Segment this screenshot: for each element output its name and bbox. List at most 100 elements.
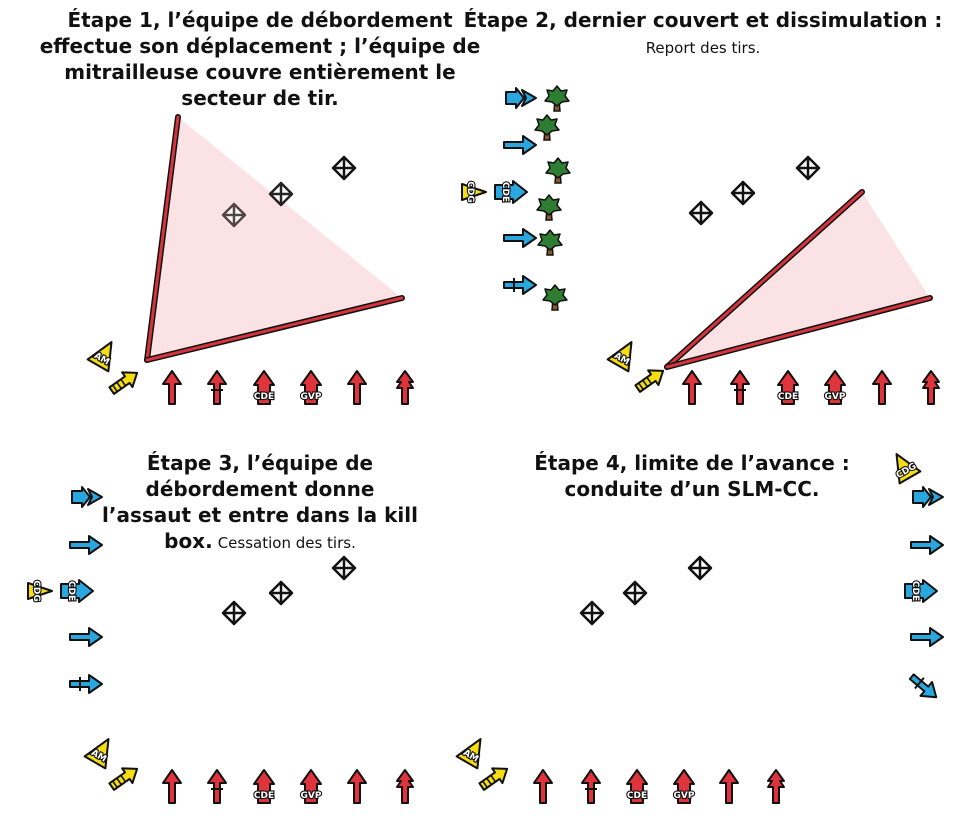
tree-icon: [542, 284, 568, 311]
machine-gun-am-icon: AM: [83, 738, 110, 770]
target-crosshair-icon: [331, 155, 357, 181]
step1-title-line4: secteur de tir.: [181, 86, 338, 110]
team-arrow-icon: [396, 769, 414, 804]
step3-title-normal-part: Cessation des tirs.: [218, 534, 356, 552]
step2-sector-limit-1: [665, 296, 932, 369]
target-crosshair-icon: [622, 580, 648, 606]
flank-arrow-icon: [69, 535, 103, 555]
mg-team-leader-gvp-icon: GVP: [823, 370, 847, 405]
step1-title-line2: effectue son déplacement ; l’équipe de: [40, 34, 481, 58]
flank-team-leader-cde-icon-label: CDE: [66, 581, 76, 601]
team-arrow-icon: [162, 370, 182, 405]
step3-title-line3: l’assaut et entre dans la kill: [102, 503, 418, 527]
step2-sector: [664, 189, 933, 370]
team-leader-cde-icon: CDE: [626, 769, 648, 804]
tree-icon: [536, 194, 562, 221]
target-crosshair-icon: [268, 181, 294, 207]
team-arrow-icon: [207, 769, 227, 804]
step1-sector: [144, 114, 405, 363]
flank-arrow-icon: [910, 535, 944, 555]
flank-team-leader-cde-icon: CDE: [494, 180, 528, 204]
flank-team-leader-cde-icon: CDE: [904, 579, 938, 603]
team-arrow-icon: [872, 370, 892, 405]
step3-title-line1: Étape 3, l’équipe de: [147, 451, 373, 475]
squad-leader-cdg-icon-label: CDG: [465, 181, 475, 202]
gunner-arrow-icon: [634, 369, 665, 393]
cover-trees: [534, 85, 571, 311]
flank-team-leader-cde-icon-label: CDE: [910, 581, 920, 601]
target-crosshair-icon: [579, 600, 605, 626]
tree-icon: [534, 114, 560, 141]
flank-arrow-icon: [503, 228, 537, 248]
step4-title-line1: Étape 4, limite de l’avance :: [534, 451, 849, 475]
step1-sector-area: [147, 117, 402, 360]
squad-leader-cdg-icon-label: CDG: [31, 580, 41, 601]
mg-team-leader-gvp-icon-label: GVP: [825, 392, 846, 402]
fire-sectors: [144, 114, 933, 370]
machine-gun-am-icon: AM: [606, 341, 633, 373]
target-crosshair-icon: [730, 180, 756, 206]
team-arrow-icon: [533, 769, 553, 804]
flank-arrow-icon: [910, 627, 944, 647]
panel-titles: Étape 1, l’équipe de débordement effectu…: [40, 8, 943, 553]
enemy-targets: [221, 155, 821, 626]
team-arrow-icon: [581, 769, 601, 804]
flank-arrow-diagonal-icon: [908, 673, 938, 699]
flank-team-leader-cde-icon: CDE: [60, 579, 94, 603]
step2-subtitle: Report des tirs.: [646, 39, 761, 57]
team-leader-cde-icon: CDE: [253, 769, 275, 804]
tree-icon: [544, 85, 570, 112]
mg-team-leader-gvp-icon: GVP: [672, 769, 696, 804]
machine-gun-am-icon: AM: [455, 738, 482, 770]
team-leader-cde-icon-label: CDE: [254, 791, 274, 801]
step1-sector-limit-0: [145, 115, 180, 362]
step1-sector-limit-1: [145, 296, 404, 362]
target-crosshair-icon: [221, 202, 247, 228]
target-crosshair-icon: [331, 555, 357, 581]
team-arrow-icon: [767, 769, 785, 804]
mg-team-leader-gvp-icon-label: GVP: [674, 791, 695, 801]
team-arrow-icon: [347, 370, 367, 405]
step2-sector-area: [667, 192, 930, 367]
tree-icon: [545, 157, 571, 184]
gunner-arrow-icon: [108, 767, 139, 791]
flank-arrow-icon: [503, 275, 537, 295]
mg-team-leader-gvp-icon-label: GVP: [301, 791, 322, 801]
team-leader-cde-icon: CDE: [777, 370, 799, 405]
target-crosshair-icon: [268, 580, 294, 606]
step3-title-line2: débordement donne: [146, 477, 375, 501]
step3-title-bold-part: box.: [164, 529, 213, 553]
squad-leader-cdg-icon: CDG: [894, 453, 922, 485]
machine-gun-am-icon: AM: [86, 341, 113, 373]
flank-double-arrow-icon: [505, 87, 537, 109]
target-crosshair-icon: [688, 200, 714, 226]
flank-double-arrow-icon: [71, 486, 103, 508]
team-arrow-icon: [207, 370, 227, 405]
team-arrow-icon: [922, 370, 940, 405]
flank-double-arrow-icon: [912, 486, 944, 508]
mg-team-leader-gvp-icon: GVP: [299, 370, 323, 405]
target-crosshair-icon: [795, 155, 821, 181]
friendly-units: CDE GVP CDE GVP CDE GVP CDE GVP AM AM AM AM CDE CDG CD…: [27, 87, 944, 804]
gunner-arrow-icon: [108, 371, 139, 395]
flank-arrow-icon: [503, 135, 537, 155]
team-leader-cde-icon-label: CDE: [627, 791, 647, 801]
mg-team-leader-gvp-icon-label: GVP: [301, 392, 322, 402]
team-arrow-icon: [719, 769, 739, 804]
flank-arrow-icon: [69, 627, 103, 647]
tree-icon: [537, 229, 563, 256]
step3-title-line4: box. Cessation des tirs.: [164, 529, 356, 553]
team-arrow-icon: [347, 769, 367, 804]
step1-title-line3: mitrailleuse couvre entièrement le: [64, 60, 455, 84]
squad-leader-cdg-icon: CDG: [461, 180, 487, 204]
target-crosshair-icon: [687, 555, 713, 581]
target-crosshair-icon: [221, 600, 247, 626]
team-leader-cde-icon: CDE: [253, 370, 275, 405]
step4-title-line2: conduite d’un SLM-CC.: [565, 477, 820, 501]
team-arrow-icon: [396, 370, 414, 405]
step2-title-line1: Étape 2, dernier couvert et dissimulatio…: [464, 8, 943, 32]
flank-team-leader-cde-icon-label: CDE: [500, 182, 510, 202]
team-leader-cde-icon-label: CDE: [778, 392, 798, 402]
step2-sector-limit-0: [665, 190, 864, 369]
